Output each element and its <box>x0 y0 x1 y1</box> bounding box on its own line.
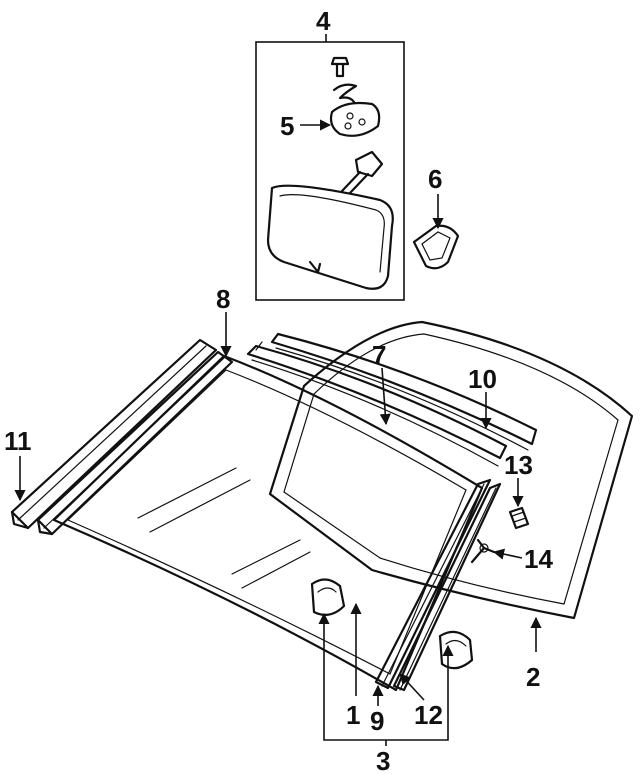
callout-7: 7 <box>372 340 386 370</box>
side-moulding-9 <box>374 478 492 690</box>
callout-14: 14 <box>524 544 553 574</box>
callout-5: 5 <box>280 111 294 141</box>
rearview-mirror <box>266 184 394 290</box>
screw-part <box>330 56 350 78</box>
callout-2: 2 <box>526 662 540 692</box>
callout-13: 13 <box>504 450 533 480</box>
upper-moulding-7 <box>246 341 508 467</box>
fastener-part-14 <box>470 538 496 564</box>
callout-3: 3 <box>376 746 390 774</box>
mirror-assembly-group <box>255 41 405 301</box>
windshield-glass <box>52 354 484 692</box>
base-part-left <box>310 578 346 617</box>
callout-1: 1 <box>346 700 360 730</box>
upper-moulding-10 <box>270 332 538 451</box>
callout-10: 10 <box>468 364 497 394</box>
callout-11: 11 <box>4 426 32 456</box>
callout-12: 12 <box>414 700 443 730</box>
mirror-mount-base <box>329 101 381 137</box>
side-moulding-11 <box>10 338 218 530</box>
clip-part <box>332 83 358 104</box>
callout-9: 9 <box>370 706 384 736</box>
base-part-right <box>438 630 474 670</box>
callout-4: 4 <box>316 6 331 36</box>
mirror-group-box <box>255 41 405 301</box>
leader-lines <box>14 34 542 746</box>
mirror-cover-part <box>412 224 460 270</box>
callout-6: 6 <box>428 164 442 194</box>
callout-8: 8 <box>216 284 230 314</box>
clip-part-13 <box>508 506 530 530</box>
side-moulding-8 <box>36 350 234 536</box>
side-moulding-12 <box>392 482 502 692</box>
